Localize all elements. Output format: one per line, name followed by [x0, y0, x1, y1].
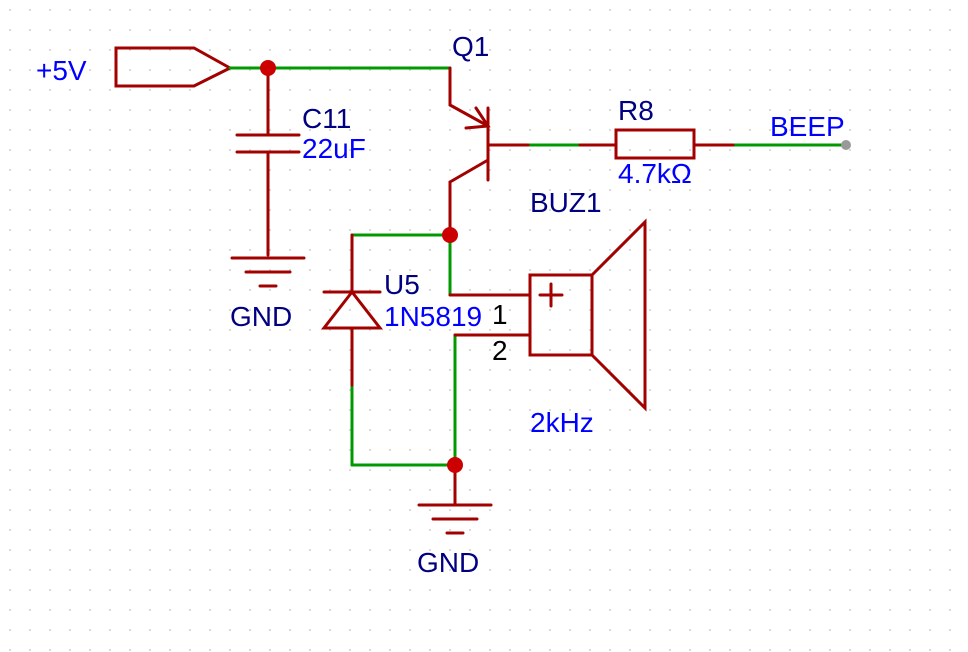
ground-symbol-cap: [230, 256, 306, 288]
junction-ground: [447, 457, 463, 473]
gnd-label-cap: GND: [230, 301, 292, 332]
buz1-value-label: 2kHz: [530, 407, 594, 438]
gnd-label-main: GND: [417, 547, 479, 578]
q1-ref-label: Q1: [452, 31, 489, 62]
c11-ref-label: C11: [302, 103, 351, 134]
junction-collector: [442, 227, 458, 243]
beep-net-endpoint[interactable]: [841, 140, 851, 150]
junction-power: [260, 60, 276, 76]
power-label: +5V: [36, 55, 87, 86]
buz1-ref-label: BUZ1: [530, 187, 602, 218]
buzzer-buz1[interactable]: [448, 218, 647, 412]
c11-value-label: 22uF: [302, 133, 366, 164]
power-flag-symbol[interactable]: [114, 46, 234, 88]
r8-ref-label: R8: [618, 95, 654, 126]
transistor-q1[interactable]: [448, 66, 530, 237]
r8-value-label: 4.7kΩ: [618, 158, 692, 189]
u5-value-label: 1N5819: [384, 301, 482, 332]
buzzer-pin2-label: 2: [492, 335, 508, 366]
beep-net-label[interactable]: BEEP: [770, 111, 845, 142]
resistor-r8[interactable]: [578, 128, 735, 160]
diode-u5[interactable]: [320, 233, 384, 387]
buzzer-pin1-label: 1: [492, 299, 508, 330]
u5-ref-label: U5: [384, 269, 420, 300]
capacitor-c11[interactable]: [235, 66, 301, 257]
